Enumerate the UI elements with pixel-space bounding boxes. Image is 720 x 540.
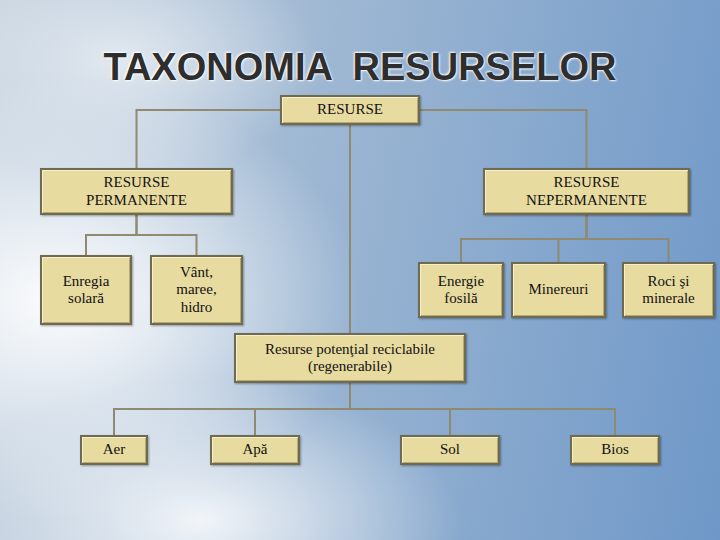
box-content: RESURSE PERMANENTE [82,174,191,209]
resource-box: Energie fosilă [418,262,504,318]
connector-line [114,383,350,435]
resource-box: Apă [210,435,300,465]
box-label: Energie fosilă [426,273,496,308]
connector-line [420,110,587,168]
box-content: Vânt, maree, hidro [162,264,231,316]
box-label: Minereuri [529,281,589,298]
resource-box: Minereuri [511,262,606,318]
connector [350,383,615,435]
connector [461,215,587,262]
connector-line [587,215,669,262]
resource-box: Resurse potenţial reciclabile (regenerab… [234,333,466,383]
box-content: Apă [243,441,268,458]
box-label: Sol [440,441,460,458]
box-label: Resurse potenţial reciclabile (regenerab… [250,341,450,376]
connector [587,215,669,262]
box-content: Roci şi minerale [632,273,705,308]
connector-line [559,215,587,262]
box-content: Enregia solară [48,273,124,308]
connector [350,125,351,333]
connector-line [350,383,615,435]
connector-line [86,215,137,255]
box-content: RESURSE NEPERMANENTE [525,174,648,209]
connector [137,110,281,168]
box-label: RESURSE PERMANENTE [82,174,191,209]
box-label: Roci şi minerale [632,273,705,308]
connector-line [255,383,350,435]
resource-box: RESURSE [280,95,420,125]
box-content: Minereuri [529,281,589,298]
resource-box: RESURSE PERMANENTE [40,168,233,215]
box-label: RESURSE [317,101,383,118]
diagram-title: TAXONOMIA RESURSELOR [0,46,720,89]
box-content: Bios [601,441,629,458]
connector-line [137,110,281,168]
resource-box: Vânt, maree, hidro [150,255,243,325]
box-label: Bios [601,441,629,458]
box-label: Vânt, maree, hidro [162,264,231,316]
box-content: Aer [103,441,126,458]
box-label: RESURSE NEPERMANENTE [525,174,648,209]
resource-box: Bios [570,435,660,465]
box-content: Sol [440,441,460,458]
box-content: Energie fosilă [426,273,496,308]
connector [420,110,587,168]
connector [255,383,350,435]
connector [137,215,197,255]
box-content: Resurse potenţial reciclabile (regenerab… [250,341,450,376]
connector [559,215,587,262]
connector [86,215,137,255]
resource-box: Enregia solară [40,255,132,325]
resource-box: Sol [400,435,500,465]
resource-box: Roci şi minerale [622,262,715,318]
resource-box: Aer [80,435,148,465]
resource-box: RESURSE NEPERMANENTE [483,168,690,215]
box-content: RESURSE [317,101,383,118]
box-label: Apă [243,441,268,458]
connector-line [349,125,351,333]
connector-line [137,215,197,255]
connector-line [461,215,587,262]
connector [114,383,350,435]
box-label: Enregia solară [48,273,124,308]
box-label: Aer [103,441,126,458]
